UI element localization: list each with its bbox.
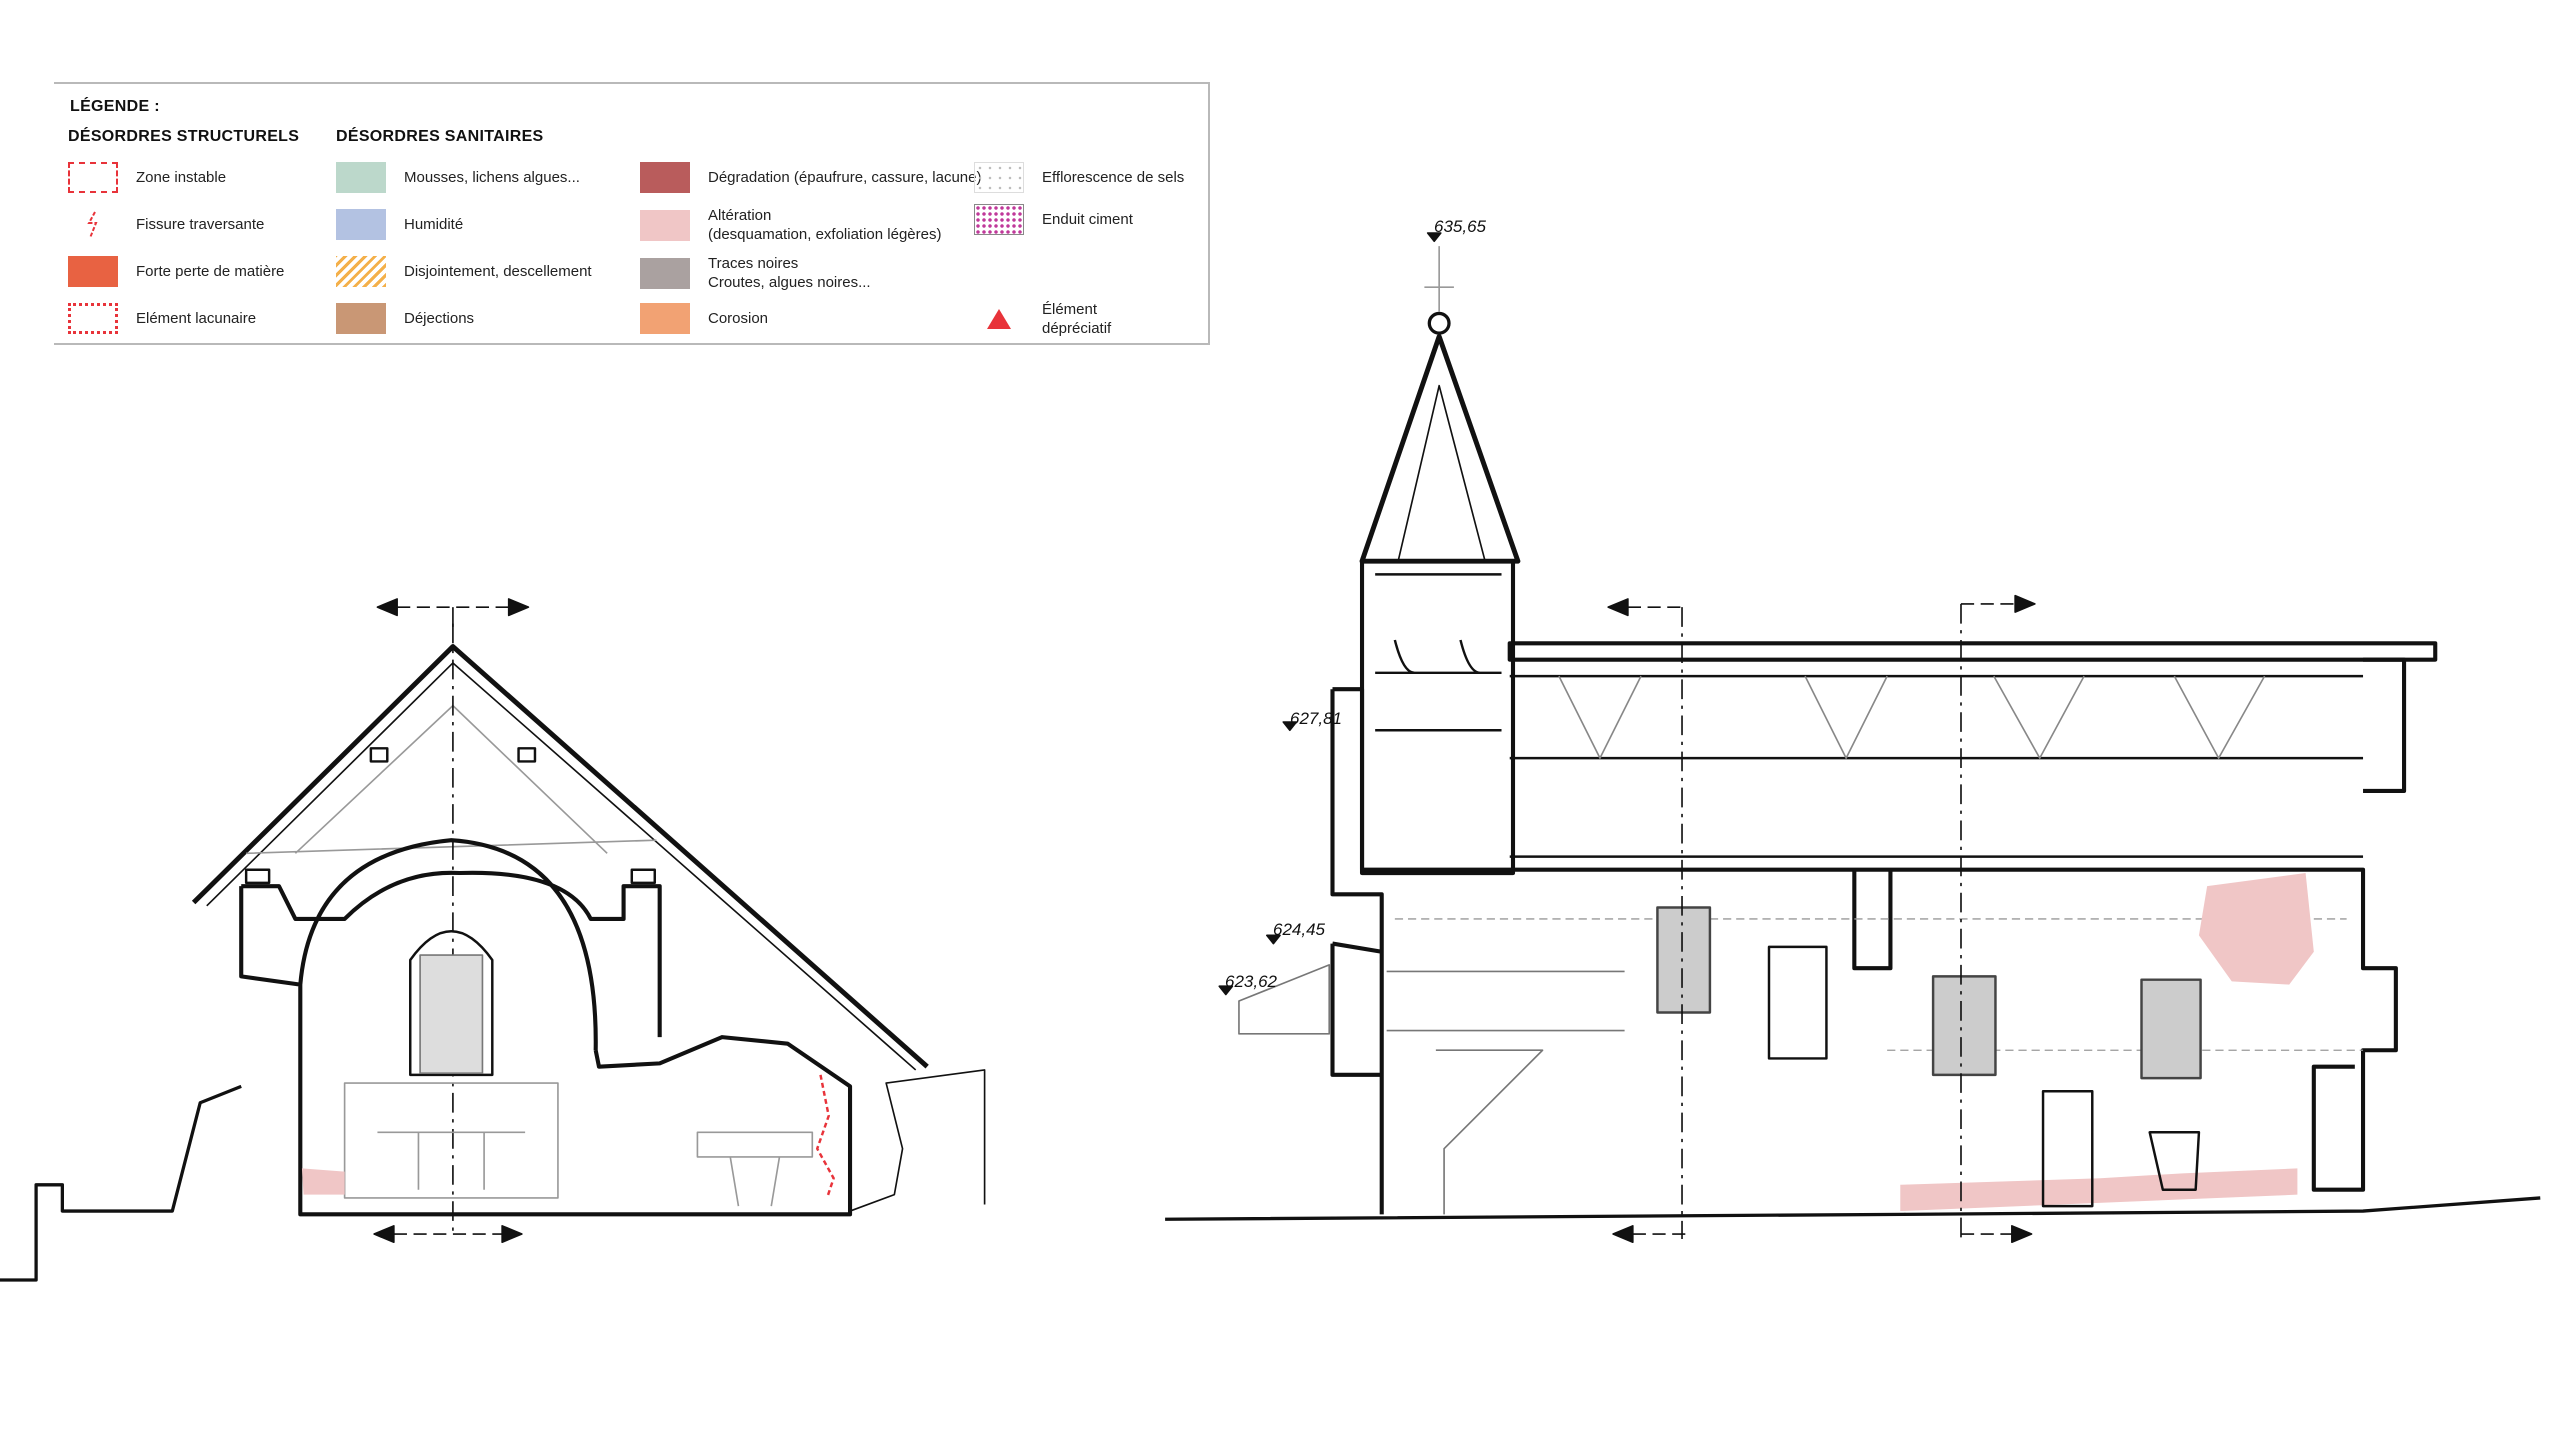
legend-label: Enduit ciment: [1042, 211, 1133, 228]
legend-item-enduit: Enduit ciment: [974, 204, 1133, 235]
color-swatch: [640, 162, 690, 193]
legend-label: Elément lacunaire: [136, 310, 257, 327]
elevation-label: 623,62: [1225, 972, 1278, 991]
dashed-box-swatch: [68, 162, 118, 193]
color-swatch: [336, 162, 386, 193]
elevation-label: 627,81: [1290, 709, 1342, 728]
legend-item-alteration: Altération(desquamation, exfoliation lég…: [640, 206, 941, 244]
dotted-box-swatch: [68, 303, 118, 334]
legend-label: Corosion: [708, 310, 769, 327]
color-swatch: [640, 209, 690, 241]
legend-label: Forte perte de matière: [136, 263, 285, 280]
hatch-swatch: [336, 256, 386, 287]
legend-item-efflorescence: Efflorescence de sels: [974, 162, 1184, 193]
color-swatch: [640, 257, 690, 289]
legend-item-fissure: Fissure traversante: [68, 209, 264, 240]
crack-icon: [68, 209, 118, 240]
elevation-label: 635,65: [1434, 217, 1487, 236]
sanitary-heading: DÉSORDRES SANITAIRES: [336, 128, 544, 145]
legend-label: Déjections: [404, 310, 475, 327]
legend-label: Efflorescence de sels: [1042, 169, 1185, 186]
legend-title: LÉGENDE :: [70, 98, 160, 115]
legend-item-lacunaire: Elément lacunaire: [68, 303, 256, 334]
legend-label: Humidité: [404, 216, 464, 233]
longitudinal-section: [1165, 232, 2541, 1244]
elevation-label: 624,45: [1273, 920, 1326, 939]
legend-item-mousses: Mousses, lichens algues...: [336, 162, 580, 193]
legend-label: Zone instable: [136, 169, 227, 186]
legend-item-zone-instable: Zone instable: [68, 162, 226, 193]
color-swatch: [336, 303, 386, 334]
dots-swatch: [974, 162, 1024, 193]
legend-item-corosion: Corosion: [640, 303, 768, 334]
legend-label: Disjointement, descellement: [404, 263, 592, 280]
pattern-swatch: [974, 204, 1024, 235]
transverse-section: [0, 598, 986, 1282]
color-swatch: [640, 303, 690, 334]
color-swatch: [68, 256, 118, 287]
legend-item-disjointement: Disjointement, descellement: [336, 256, 592, 287]
color-swatch: [336, 209, 386, 240]
legend-label: Fissure traversante: [136, 216, 265, 233]
legend-item-perte: Forte perte de matière: [68, 256, 284, 287]
legend-item-dejections: Déjections: [336, 303, 474, 334]
structural-heading: DÉSORDRES STRUCTURELS: [68, 128, 300, 145]
triangle-icon: [974, 304, 1024, 335]
legend-item-degradation: Dégradation (épaufrure, cassure, lacune): [640, 162, 982, 193]
legend-item-humidite: Humidité: [336, 209, 463, 240]
legend: LÉGENDE : DÉSORDRES STRUCTURELS DÉSORDRE…: [54, 82, 1210, 345]
legend-label: Dégradation (épaufrure, cassure, lacune): [708, 169, 982, 186]
legend-label: Mousses, lichens algues...: [404, 169, 580, 186]
legend-label: Altération(desquamation, exfoliation lég…: [708, 207, 942, 243]
